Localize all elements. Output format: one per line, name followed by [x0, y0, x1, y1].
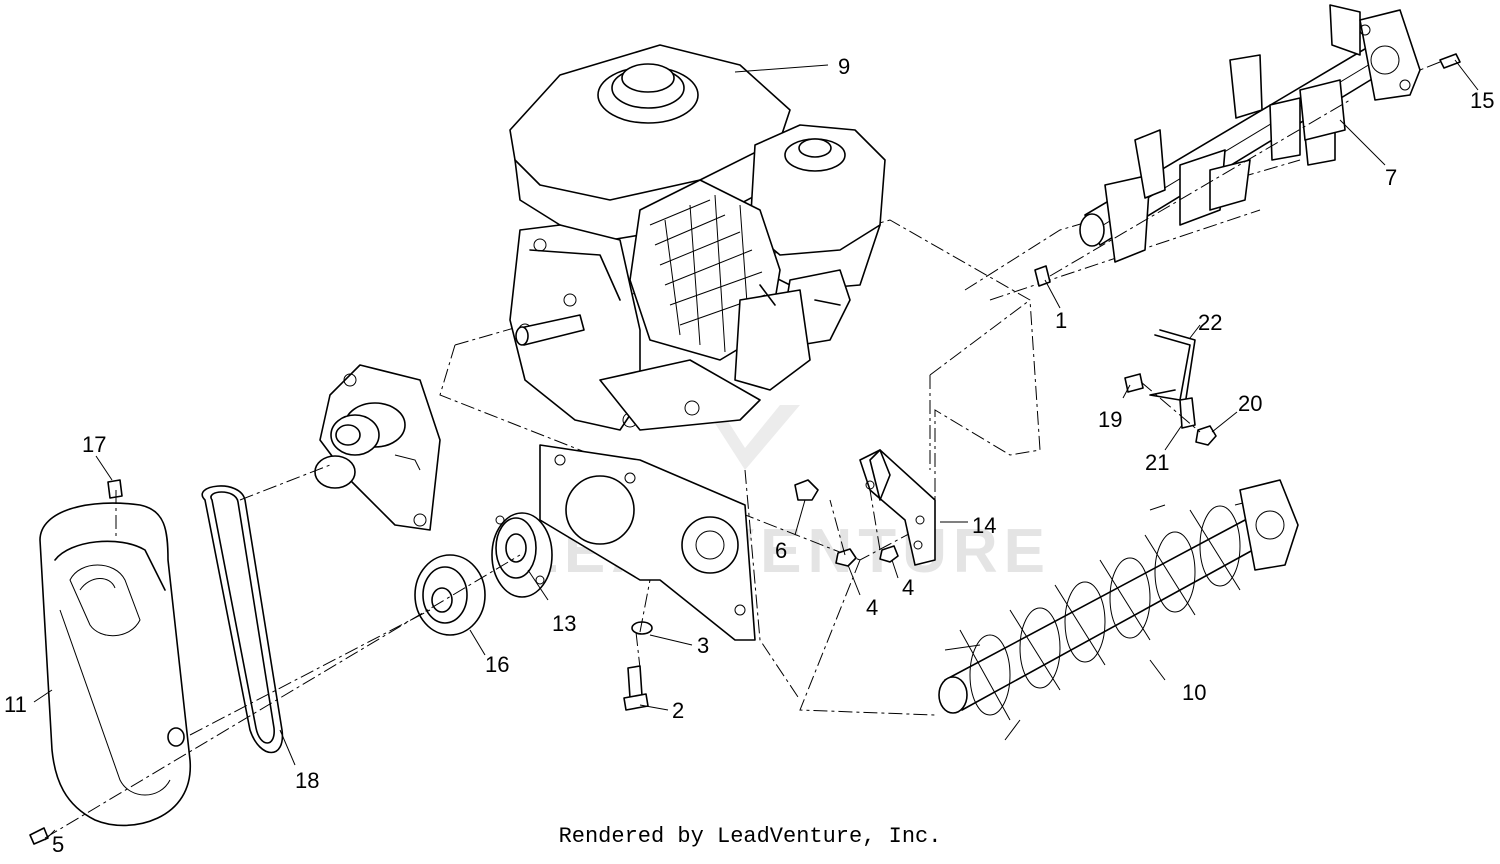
callout-7: 7 [1385, 165, 1397, 190]
handle-bracket [859, 449, 936, 566]
callout-21: 21 [1145, 450, 1169, 475]
hardware [29, 53, 1461, 845]
callout-2: 2 [672, 698, 684, 723]
footer-credit: Rendered by LeadVenture, Inc. [558, 824, 942, 849]
assembly-lines [44, 61, 1441, 839]
belt-guard [39, 502, 191, 827]
callout-13: 13 [552, 611, 576, 636]
callout-3: 3 [697, 633, 709, 658]
callouts: 9 15 7 1 22 19 20 21 17 6 14 4 4 13 3 16… [4, 54, 1494, 857]
clutch-bracket [314, 364, 441, 531]
callout-6: 6 [775, 538, 787, 563]
control-rod [1149, 329, 1196, 429]
callout-22: 22 [1198, 310, 1222, 335]
callout-9: 9 [838, 54, 850, 79]
callout-4b: 4 [902, 575, 914, 600]
callout-4a: 4 [866, 595, 878, 620]
callout-10: 10 [1182, 680, 1206, 705]
engine [509, 44, 886, 431]
drive-pulley [414, 554, 486, 636]
callout-19: 19 [1098, 407, 1122, 432]
drive-hub [491, 512, 553, 598]
callout-5: 5 [52, 832, 64, 857]
callout-14: 14 [972, 513, 996, 538]
frame-side-plate [539, 444, 756, 641]
tine-rotor [938, 479, 1299, 741]
drive-belt [201, 485, 284, 754]
callout-18: 18 [295, 768, 319, 793]
callout-1: 1 [1055, 308, 1067, 333]
spiker-shaft [1079, 4, 1421, 263]
callout-15: 15 [1470, 88, 1494, 113]
callout-17: 17 [82, 432, 106, 457]
callout-20: 20 [1238, 391, 1262, 416]
frame-housing [439, 159, 1301, 716]
leader-lines [33, 59, 1479, 841]
callout-16: 16 [485, 652, 509, 677]
callout-11: 11 [4, 692, 27, 717]
